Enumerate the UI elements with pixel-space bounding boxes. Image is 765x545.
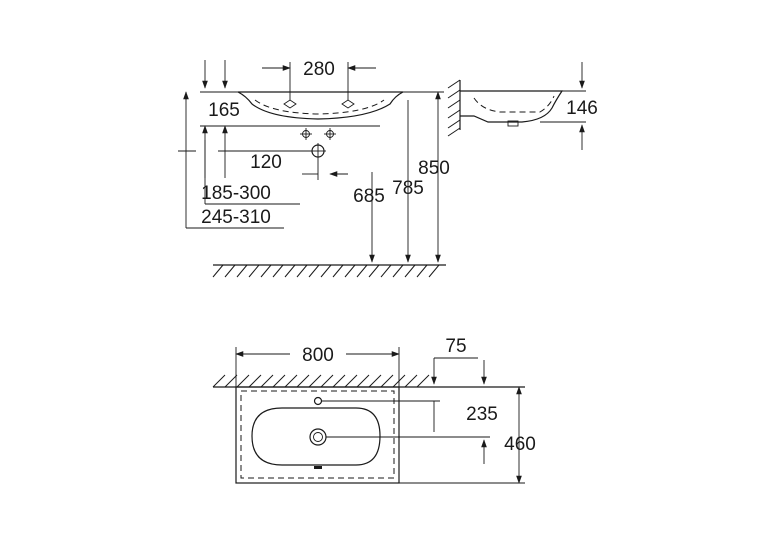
- basin-side-inner-dashed: [473, 95, 555, 113]
- bowl-outline: [251, 407, 381, 466]
- dim-height-685: 685: [353, 186, 385, 207]
- basin-front-outline: [237, 91, 404, 120]
- dim-side-depth: 146: [566, 98, 598, 119]
- dim-waste-height-a: 185-300: [201, 183, 271, 204]
- basin-top-outline: [235, 386, 400, 484]
- dim-rim-to-tap: 165: [208, 100, 240, 121]
- dim-total-depth: 460: [504, 434, 536, 455]
- side-elevation-view: 146: [447, 62, 598, 150]
- dim-tap-to-wall: 235: [466, 404, 498, 425]
- dim-height-785: 785: [392, 178, 424, 199]
- plan-view: 800 75 235 460: [212, 336, 536, 484]
- overflow-slot: [507, 120, 519, 127]
- front-elevation-view: 280 165 120 185-300 245-310 685 785 8: [178, 59, 450, 278]
- dim-wall-gap: 75: [445, 336, 466, 357]
- drain-outer: [309, 428, 327, 446]
- tap-hole-left: [283, 99, 297, 109]
- dim-tap-spacing: 280: [303, 59, 335, 80]
- dim-width: 800: [302, 345, 334, 366]
- wall-hatching-top: [212, 374, 430, 388]
- dim-waste-height-b: 245-310: [201, 207, 271, 228]
- dim-waste-offset: 120: [250, 152, 282, 173]
- overflow-marker: [314, 466, 322, 469]
- tap-hole-right: [341, 99, 355, 109]
- floor-hatching: [212, 264, 440, 278]
- basin-side-outline: [460, 90, 564, 123]
- basin-inner-dashed: [254, 99, 385, 115]
- dim-height-850: 850: [418, 158, 450, 179]
- drain-inner: [313, 432, 323, 442]
- tap-hole: [313, 396, 323, 406]
- wall-hatching-side: [447, 79, 461, 137]
